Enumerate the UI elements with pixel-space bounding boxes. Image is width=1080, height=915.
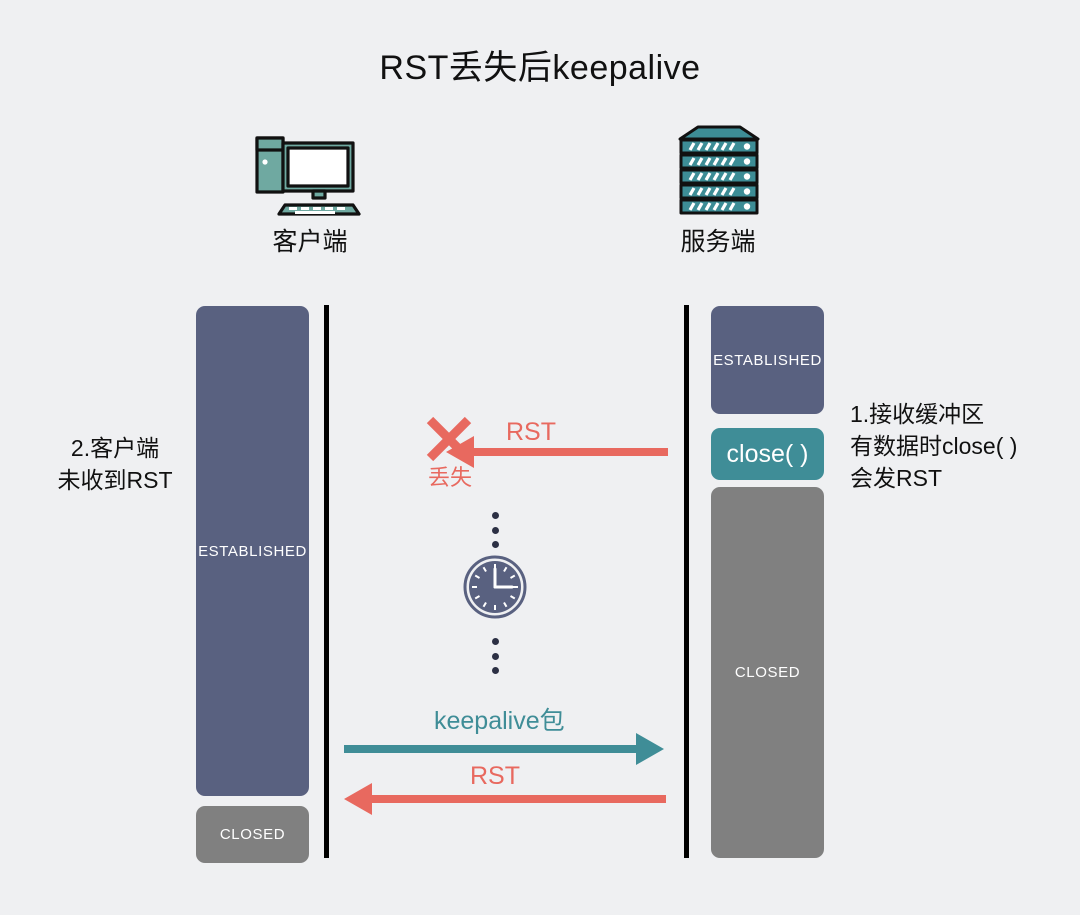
server-close-call-box: close( ) (711, 428, 824, 480)
client-state-closed: CLOSED (196, 806, 309, 863)
server-lifeline (684, 305, 689, 858)
state-label: CLOSED (219, 826, 286, 843)
annotation-client-note: 2.客户端 未收到RST (57, 435, 173, 493)
waiting-dots-top (491, 512, 499, 548)
state-label: CLOSED (734, 664, 801, 681)
arrow-label-rst-final: RST (470, 762, 520, 790)
loss-marker-label: 丢失 (427, 465, 472, 490)
cross-x-icon (426, 416, 472, 462)
state-label: ESTABLISHED (198, 542, 307, 560)
server-state-closed: CLOSED (711, 487, 824, 858)
clock-icon (463, 555, 527, 619)
server-rack-icon (678, 125, 760, 217)
server-actor-label: 服务端 (680, 228, 756, 256)
state-label: close( ) (726, 439, 809, 468)
arrow-keepalive (344, 733, 664, 765)
waiting-dots-bottom (491, 638, 499, 674)
arrow-label-rst-lost: RST (506, 418, 556, 446)
arrow-label-keepalive: keepalive包 (434, 707, 565, 735)
arrow-rst-final (344, 783, 666, 815)
annotation-server-note: 1.接收缓冲区 有数据时close( ) 会发RST (850, 401, 1018, 491)
client-actor-label: 客户端 (272, 228, 348, 256)
desktop-computer-icon (255, 132, 365, 217)
client-state-established: ESTABLISHED (196, 306, 309, 796)
server-state-established: ESTABLISHED (711, 306, 824, 414)
state-label: ESTABLISHED (713, 351, 822, 369)
page-title: RST丢失后keepalive (379, 49, 701, 87)
client-lifeline (324, 305, 329, 858)
